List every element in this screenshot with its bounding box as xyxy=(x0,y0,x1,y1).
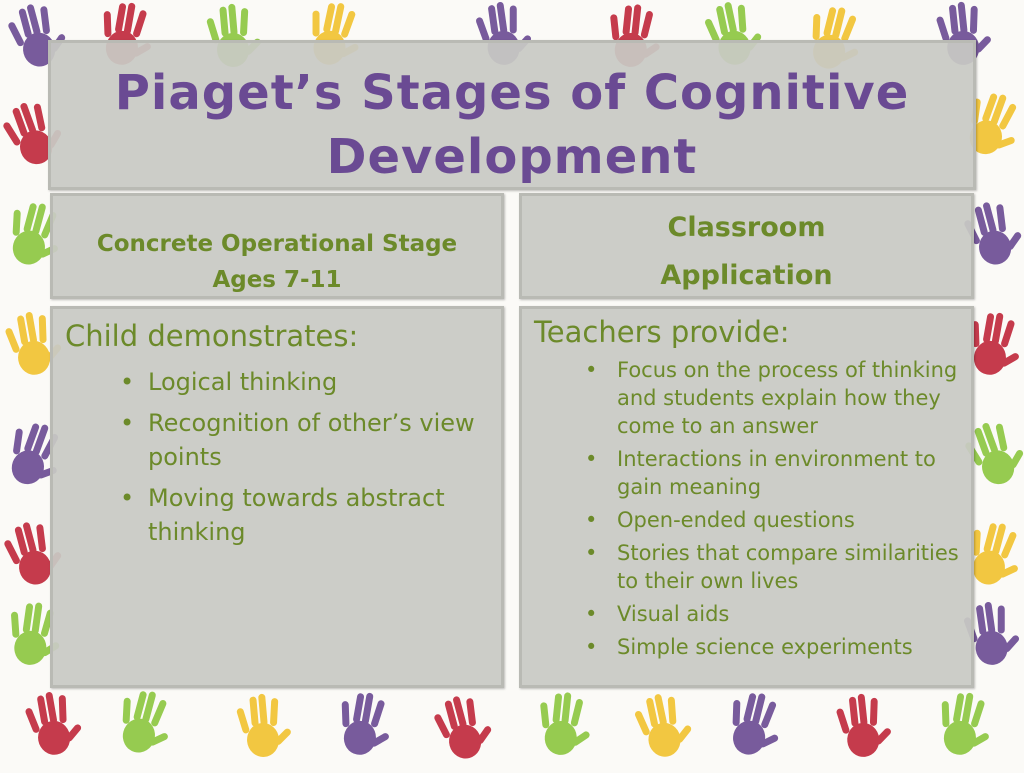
list-item-text: Simple science experiments xyxy=(617,635,913,659)
application-header-line-2: Application xyxy=(660,260,833,291)
stage-header: Concrete Operational Stage Ages 7-11 xyxy=(53,226,501,298)
title-panel: Piaget’s Stages of Cognitive Development xyxy=(48,40,976,190)
slide-title: Piaget’s Stages of Cognitive Development xyxy=(51,61,973,189)
application-header: Classroom Application xyxy=(522,204,971,300)
list-item-text: Focus on the process of thinking and stu… xyxy=(617,358,958,438)
handprint-icon xyxy=(324,685,400,767)
list-item: • Visual aids xyxy=(585,600,975,628)
bullet-icon: • xyxy=(120,368,135,396)
bullet-icon: • xyxy=(120,409,135,437)
list-item: • Moving towards abstract thinking xyxy=(120,481,493,549)
slide-title-line-2: Development xyxy=(326,129,698,185)
handprint-icon xyxy=(14,685,90,767)
child-demonstrates-lead: Child demonstrates: xyxy=(65,319,359,353)
handprint-icon xyxy=(952,513,1024,599)
teachers-provide-panel: Teachers provide: • Focus on the process … xyxy=(519,306,974,688)
handprint-icon xyxy=(924,685,1000,767)
handprint-icon xyxy=(0,513,72,599)
stage-ages: Ages 7-11 xyxy=(212,267,342,293)
handprint-icon xyxy=(526,687,597,765)
handprint-icon xyxy=(102,681,182,767)
handprint-icon xyxy=(948,81,1024,171)
child-demonstrates-list: • Logical thinking • Recognition of other’… xyxy=(120,365,493,556)
bullet-icon: • xyxy=(585,447,598,471)
handprint-icon xyxy=(712,683,792,768)
list-item-text: Logical thinking xyxy=(148,368,338,396)
bullet-icon: • xyxy=(585,508,598,532)
handprint-icon xyxy=(227,689,297,766)
handprint-icon xyxy=(623,686,701,770)
handprint-icon xyxy=(954,305,1024,387)
slide-title-line-1: Piaget’s Stages of Cognitive xyxy=(114,65,910,121)
child-demonstrates-panel: Child demonstrates: • Logical thinking • R… xyxy=(50,306,504,688)
list-item-text: Open-ended questions xyxy=(617,508,855,532)
list-item: • Simple science experiments xyxy=(585,633,975,661)
bullet-icon: • xyxy=(585,635,598,659)
list-item-text: Moving towards abstract thinking xyxy=(148,484,445,546)
handprint-icon xyxy=(826,689,897,767)
bullet-icon: • xyxy=(585,602,598,626)
stage-header-panel: Concrete Operational Stage Ages 7-11 xyxy=(50,193,504,299)
list-item-text: Stories that compare similarities to the… xyxy=(617,541,959,593)
bullet-icon: • xyxy=(120,484,135,512)
stage-name: Concrete Operational Stage xyxy=(96,231,458,257)
list-item-text: Recognition of other’s view points xyxy=(148,409,475,471)
handprint-icon xyxy=(0,91,74,181)
list-item: • Focus on the process of thinking and st… xyxy=(585,356,975,440)
list-item: • Stories that compare similarities to t… xyxy=(585,539,975,595)
teachers-provide-list: • Focus on the process of thinking and st… xyxy=(585,356,975,666)
list-item-text: Interactions in environment to gain mean… xyxy=(617,447,936,499)
list-item: • Open-ended questions xyxy=(585,506,975,534)
application-header-line-1: Classroom xyxy=(667,212,826,243)
teachers-provide-lead: Teachers provide: xyxy=(534,315,790,349)
list-item: • Logical thinking xyxy=(120,365,493,399)
handprint-icon xyxy=(0,0,76,81)
bullet-icon: • xyxy=(585,358,598,382)
handprint-icon xyxy=(422,687,502,773)
list-item: • Recognition of other’s view points xyxy=(120,406,493,474)
bullet-icon: • xyxy=(585,541,598,565)
list-item-text: Visual aids xyxy=(617,602,730,626)
application-header-panel: Classroom Application xyxy=(519,193,974,299)
list-item: • Interactions in environment to gain mea… xyxy=(585,445,975,501)
